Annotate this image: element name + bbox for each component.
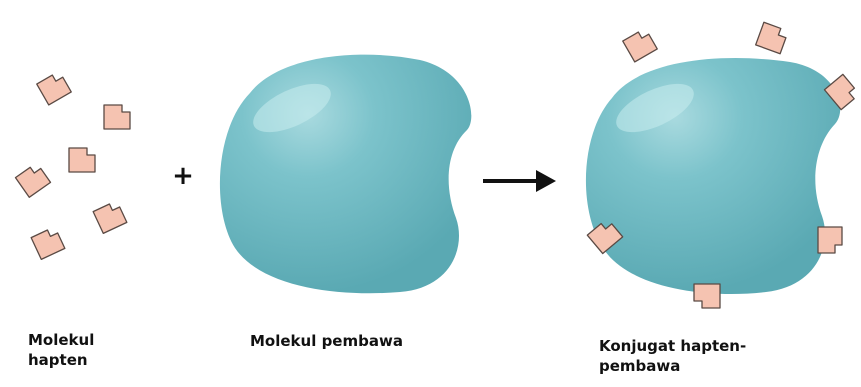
hapten-molecule-icon: [104, 105, 130, 129]
hapten-label-line2: hapten: [28, 350, 94, 370]
hapten-molecule-icon: [31, 227, 65, 260]
free-haptens: [15, 71, 130, 259]
hapten-label-line1: Molekul: [28, 330, 94, 350]
hapten-label: Molekul hapten: [28, 330, 94, 370]
carrier-label: Molekul pembawa: [250, 331, 403, 351]
hapten-molecule-icon: [623, 28, 658, 62]
hapten-molecule-icon: [818, 227, 842, 253]
hapten-molecule-icon: [756, 22, 789, 53]
conjugate-label-line1: Konjugat hapten-: [599, 336, 746, 356]
conjugate-label: Konjugat hapten- pembawa: [599, 336, 746, 376]
right-arrow-icon: [483, 170, 556, 192]
hapten-molecule-icon: [15, 163, 50, 198]
hapten-molecule-icon: [37, 71, 72, 105]
carrier-molecule-icon: [220, 55, 471, 294]
hapten-molecule-icon: [694, 284, 720, 308]
hapten-molecule-icon: [93, 201, 127, 234]
hapten-molecule-icon: [69, 148, 95, 172]
conjugate-label-line2: pembawa: [599, 356, 746, 376]
hapten-carrier-conjugate: [586, 22, 860, 308]
plus-sign: +: [172, 161, 194, 191]
carrier-label-line1: Molekul pembawa: [250, 331, 403, 351]
